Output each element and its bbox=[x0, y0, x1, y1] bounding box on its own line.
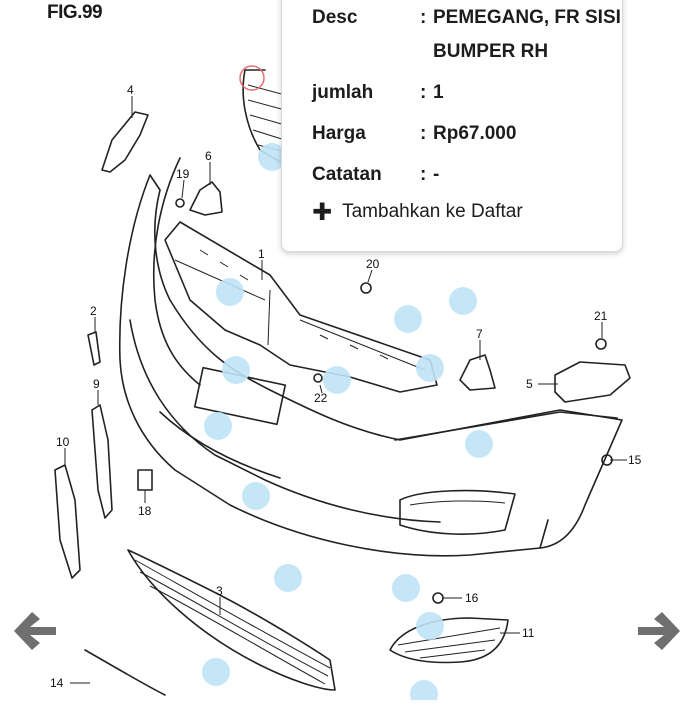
hotspot[interactable] bbox=[392, 574, 420, 602]
part-number[interactable]: 16 bbox=[465, 591, 479, 605]
hotspot[interactable] bbox=[222, 356, 250, 384]
part-number[interactable]: 11 bbox=[522, 626, 535, 640]
popup-label: jumlah bbox=[312, 82, 374, 103]
screw-part-20 bbox=[360, 282, 372, 294]
hotspot[interactable] bbox=[416, 612, 444, 640]
part-numbers: 4 6 19 1 20 21 7 5 15 2 9 10 18 3 16 11 … bbox=[50, 83, 642, 690]
part-number[interactable]: 2 bbox=[90, 304, 97, 318]
hotspot[interactable] bbox=[410, 680, 438, 705]
part-number[interactable]: 22 bbox=[314, 391, 328, 405]
part-number[interactable]: 1 bbox=[258, 247, 265, 261]
hotspot[interactable] bbox=[202, 658, 230, 686]
leader-lines bbox=[64, 96, 627, 684]
bracket-part-6 bbox=[189, 181, 223, 216]
part-number[interactable]: 10 bbox=[56, 435, 70, 449]
part-number[interactable]: 15 bbox=[628, 453, 642, 467]
popup-colon: : bbox=[420, 82, 427, 103]
part-number[interactable]: 9 bbox=[93, 377, 100, 391]
screw-part-21 bbox=[595, 338, 607, 350]
hotspot[interactable] bbox=[258, 143, 286, 171]
add-to-list-label: Tambahkan ke Daftar bbox=[342, 201, 523, 222]
hotspot[interactable] bbox=[204, 412, 232, 440]
popup-label: Desc bbox=[312, 7, 358, 28]
popup-label: Catatan bbox=[312, 164, 382, 185]
part-info-popup: Desc : PEMEGANG, FR SISI BUMPER RH jumla… bbox=[281, 0, 623, 252]
fog-grille bbox=[389, 617, 509, 664]
arrow-right-icon[interactable] bbox=[634, 606, 684, 656]
bracket-part-5 bbox=[554, 361, 631, 403]
part-number[interactable]: 20 bbox=[366, 257, 380, 271]
popup-pointer bbox=[265, 58, 282, 82]
hotspot[interactable] bbox=[394, 305, 422, 333]
part-number[interactable]: 4 bbox=[127, 83, 134, 97]
part-number[interactable]: 3 bbox=[216, 584, 223, 598]
add-to-list-button[interactable]: ✚ Tambahkan ke Daftar bbox=[312, 198, 523, 226]
popup-label: Harga bbox=[312, 123, 366, 144]
popup-colon: : bbox=[420, 7, 427, 28]
hotspot[interactable] bbox=[323, 366, 351, 394]
part-number[interactable]: 6 bbox=[205, 149, 212, 163]
arrow-left-icon[interactable] bbox=[10, 606, 60, 656]
hotspot[interactable] bbox=[465, 430, 493, 458]
popup-value: PEMEGANG, FR SISI BUMPER RH bbox=[433, 7, 621, 62]
part-number[interactable]: 19 bbox=[176, 167, 190, 181]
screw-part-22 bbox=[313, 373, 323, 383]
hotspot-markers bbox=[202, 143, 493, 705]
strip-part-10 bbox=[54, 464, 81, 579]
popup-colon: : bbox=[420, 164, 427, 185]
popup-colon: : bbox=[420, 123, 427, 144]
part-number[interactable]: 14 bbox=[50, 676, 64, 690]
hotspot[interactable] bbox=[416, 354, 444, 382]
bracket-part-7 bbox=[459, 354, 496, 391]
part-number[interactable]: 21 bbox=[594, 309, 608, 323]
bumper-cover bbox=[118, 157, 623, 557]
bracket-part-4 bbox=[101, 111, 149, 173]
clip-part-2 bbox=[87, 331, 101, 366]
clip-part-18 bbox=[137, 469, 153, 491]
screw-part-16 bbox=[432, 592, 444, 604]
hotspot[interactable] bbox=[216, 278, 244, 306]
strip-part-9 bbox=[91, 404, 113, 519]
popup-value: 1 bbox=[433, 82, 444, 103]
figure-title: FIG.99 bbox=[47, 2, 103, 23]
popup-value: - bbox=[433, 164, 440, 185]
strip-part-14 bbox=[84, 649, 166, 696]
popup-value: Rp67.000 bbox=[433, 123, 517, 144]
part-number[interactable]: 7 bbox=[476, 327, 483, 341]
lower-grille bbox=[127, 549, 336, 691]
hotspot[interactable] bbox=[274, 564, 302, 592]
plus-icon: ✚ bbox=[312, 198, 333, 226]
part-number[interactable]: 18 bbox=[138, 504, 152, 518]
part-number[interactable]: 5 bbox=[526, 377, 533, 391]
hotspot[interactable] bbox=[242, 482, 270, 510]
grille-reinforcement bbox=[164, 221, 438, 393]
hotspot[interactable] bbox=[449, 287, 477, 315]
screw-part-19 bbox=[175, 198, 185, 208]
